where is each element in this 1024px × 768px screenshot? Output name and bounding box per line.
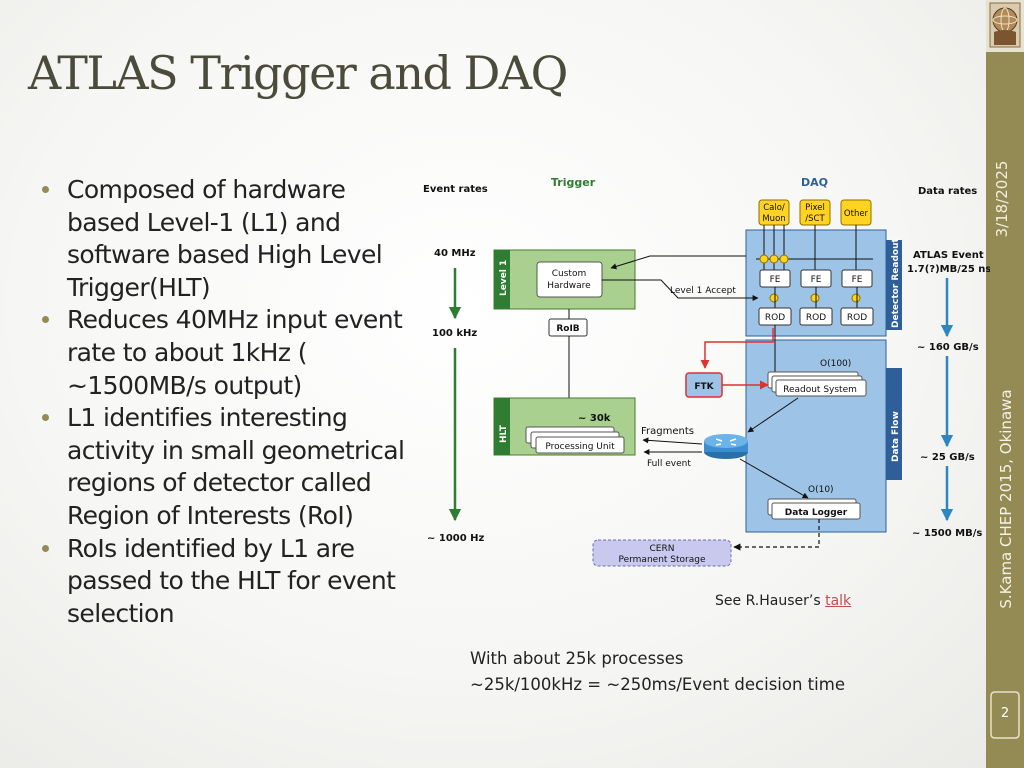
full-event-label: Full event [647, 459, 691, 469]
bullet-text: RoIs identified by L1 are passed to the … [67, 533, 396, 628]
ftk-input-arrow [700, 328, 774, 369]
bullet-item: L1 identifies interesting activity in sm… [40, 402, 420, 532]
data-rate-160: ~ 160 GB/s [917, 342, 979, 353]
data-flow-bar [886, 368, 902, 480]
router-icon [704, 434, 748, 459]
fragments-label: Fragments [641, 426, 694, 437]
atlas-event-line1: ATLAS Event [913, 250, 984, 261]
level1-label: Level 1 [499, 260, 509, 296]
rate-100khz: 100 kHz [432, 328, 477, 339]
router-to-logger-arrow [739, 458, 809, 499]
page-number: 2 [1000, 706, 1010, 721]
pixel-sct-box: Pixel /SCT [799, 199, 831, 226]
detector-readout-label: Detector Readout [891, 237, 901, 328]
level1-accept-arrow [602, 279, 759, 301]
ros-count: O(100) [820, 359, 851, 369]
slide-venue: S.Kama CHEP 2015, Okinawa [997, 389, 1015, 609]
processing-unit-label: Processing Unit [545, 442, 615, 452]
slide-title: ATLAS Trigger and DAQ [28, 46, 568, 100]
atlas-event-line2: 1.7(?)MB/25 ns [907, 264, 990, 275]
bullet-dot-icon [42, 186, 49, 193]
fragments-arrow [642, 437, 703, 445]
logger-count: O(10) [808, 485, 834, 495]
data-rate-1500: ~ 1500 MB/s [912, 528, 982, 539]
pixel-label-1: Pixel [805, 203, 825, 213]
bullet-text: L1 identifies interesting activity in sm… [67, 403, 405, 530]
data-flow-label: Data Flow [891, 411, 901, 462]
fe-label-1: FE [770, 275, 781, 285]
fe-label-2: FE [811, 275, 822, 285]
detector-to-l1-arrow [610, 255, 746, 270]
logger-to-storage-arrow [733, 519, 820, 551]
calo-label-2: Muon [762, 214, 785, 224]
custom-hardware-line2: Hardware [547, 281, 591, 291]
daq-header: DAQ [801, 176, 828, 189]
rod-label-2: ROD [806, 313, 826, 323]
bullet-dot-icon [42, 544, 49, 552]
see-talk-prefix: See R.Hauser’s [715, 593, 826, 609]
cern-label: CERN [650, 544, 675, 554]
roib-box [548, 318, 588, 337]
talk-link[interactable]: talk [825, 593, 852, 609]
processes-note-line2: ~25k/100kHz = ~250ms/Event decision time [470, 675, 845, 694]
fe-label-3: FE [852, 275, 863, 285]
bullet-dot-icon [42, 414, 49, 422]
calo-label-1: Calo/ [763, 203, 785, 213]
trigger-header: Trigger [551, 176, 596, 189]
processing-unit-box [535, 436, 625, 454]
readout-system-box [775, 379, 867, 397]
rate-40mhz: 40 MHz [434, 248, 476, 259]
rod-label-1: ROD [765, 313, 785, 323]
slide-date: 3/18/2025 [993, 160, 1011, 238]
roib-label: RoIB [556, 324, 579, 334]
bullet-item: Composed of hardware based Level-1 (L1) … [40, 174, 420, 304]
custom-hardware-line1: Custom [552, 269, 586, 279]
hlt-label: HLT [499, 424, 509, 443]
data-rate-25: ~ 25 GB/s [920, 452, 975, 463]
rod-label-3: ROD [847, 313, 867, 323]
event-rates-header: Event rates [423, 184, 488, 195]
readout-nodes [759, 254, 861, 303]
processor-count: ~ 30k [578, 413, 611, 424]
bullet-list: Composed of hardware based Level-1 (L1) … [40, 174, 420, 630]
processes-note-line1: With about 25k processes [470, 649, 684, 668]
detector-readout-bar [886, 240, 902, 330]
bullet-item: RoIs identified by L1 are passed to the … [40, 533, 420, 631]
trigger-daq-diagram: Event rates Trigger DAQ Data rates 40 MH… [423, 176, 990, 567]
calo-muon-box: Calo/ Muon [758, 199, 790, 226]
sidebar-band [986, 0, 1024, 768]
page-number-frame [990, 691, 1020, 739]
atlas-logo-icon [989, 2, 1021, 48]
fe-row: FE FE FE [759, 269, 873, 288]
rod-row: ROD ROD ROD [758, 307, 874, 326]
readout-system-label: Readout System [783, 385, 857, 395]
fe-to-rod-links [774, 287, 858, 308]
bullet-dot-icon [42, 316, 49, 324]
bullet-text: Composed of hardware based Level-1 (L1) … [67, 175, 383, 302]
pixel-label-2: /SCT [805, 214, 825, 224]
ftk-label: FTK [694, 382, 714, 392]
other-label: Other [844, 209, 869, 219]
see-talk-note: See R.Hauser’s talk [715, 593, 851, 609]
level1-accept-label: Level 1 Accept [670, 286, 736, 296]
cern-storage-box [592, 539, 732, 567]
data-rates-header: Data rates [918, 186, 977, 197]
data-logger-label: Data Logger [785, 508, 848, 518]
other-detector-box: Other [840, 199, 872, 226]
bullet-text: Reduces 40MHz input event rate to about … [67, 305, 403, 400]
bullet-item: Reduces 40MHz input event rate to about … [40, 304, 420, 402]
data-logger-box [771, 502, 861, 520]
ros-to-router-arrow [747, 397, 799, 433]
hlt-box: HLT ~ 30k Processing Unit [493, 397, 636, 456]
rate-1000hz: ~ 1000 Hz [427, 533, 485, 544]
storage-label: Permanent Storage [618, 555, 705, 565]
